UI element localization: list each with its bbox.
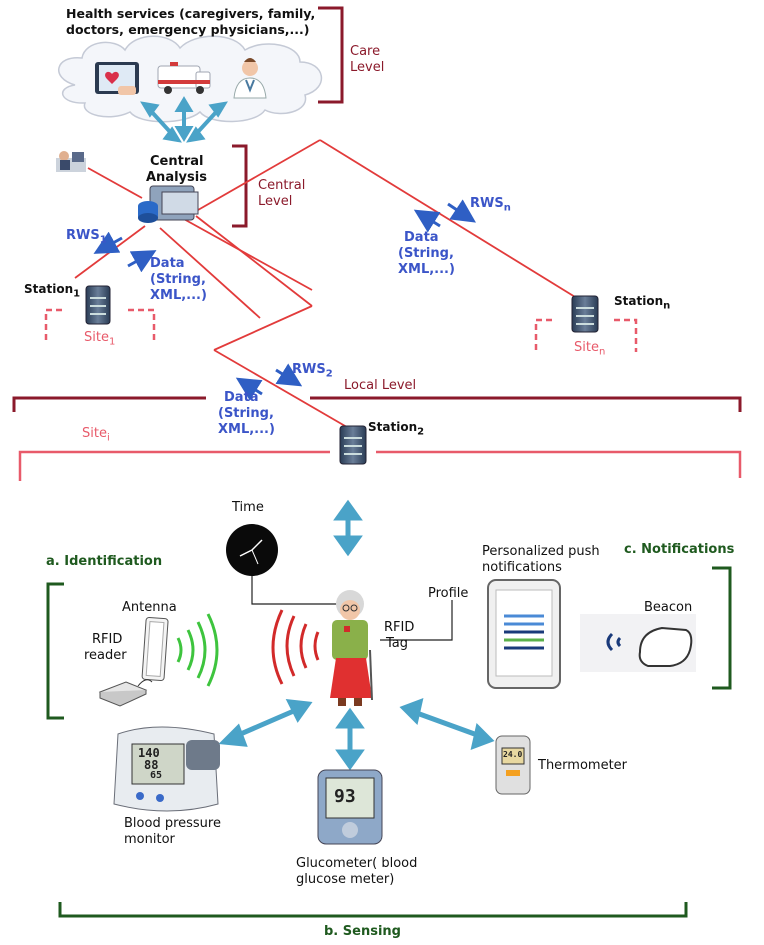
clock-icon xyxy=(226,524,278,576)
site-i-label: Sitei xyxy=(82,426,110,444)
rws-arrows xyxy=(93,199,476,401)
profile-label: Profile xyxy=(428,586,469,601)
central-level-label-line2: Level xyxy=(258,194,293,209)
thermometer-label: Thermometer xyxy=(538,758,628,773)
glucometer-display: 93 xyxy=(334,786,356,807)
rfid-antenna-icon xyxy=(141,617,169,681)
bp-display-systolic: 140 xyxy=(138,746,160,760)
user-at-desk-icon xyxy=(56,151,86,172)
central-server-icon xyxy=(138,185,199,223)
rfid-reader-label-line2: reader xyxy=(84,648,127,663)
notifications-title: c. Notifications xyxy=(624,542,735,557)
sensing-bracket xyxy=(58,902,688,918)
data-label-1-line3: XML,...) xyxy=(150,288,207,303)
tablet-heart-icon xyxy=(95,62,139,95)
doctor-icon xyxy=(233,58,267,99)
thermometer-icon xyxy=(495,735,531,795)
central-level-label-line1: Central xyxy=(258,178,306,193)
rfid-tag-label-line1: RFID xyxy=(384,620,415,635)
sensing-arrows xyxy=(218,698,495,771)
care-level-label-line2: Level xyxy=(350,60,385,75)
identification-title: a. Identification xyxy=(46,554,163,569)
blood-pressure-monitor-icon xyxy=(113,726,220,812)
blood-pressure-label-line2: monitor xyxy=(124,832,175,847)
data-label-1-line1: Data xyxy=(150,256,185,271)
cloud-central-arrows xyxy=(140,96,228,143)
rfid-tag-waves-icon xyxy=(271,609,320,685)
blood-pressure-label-line1: Blood pressure xyxy=(124,816,221,831)
health-services-label-line2: doctors, emergency physicians,...) xyxy=(66,22,310,37)
elderly-person-icon xyxy=(330,590,373,706)
push-notification-tablet-icon xyxy=(487,579,561,689)
station-1-server-icon xyxy=(85,285,111,325)
data-label-2-line3: XML,...) xyxy=(218,422,275,437)
push-notifications-label-line1: Personalized push xyxy=(482,544,600,559)
time-label: Time xyxy=(232,500,264,515)
sensing-title: b. Sensing xyxy=(324,924,401,939)
data-label-1-line2: (String, xyxy=(150,272,206,287)
health-services-label-line1: Health services (caregivers, family, xyxy=(66,6,316,21)
antenna-label: Antenna xyxy=(122,600,177,615)
local-level-label: Local Level xyxy=(344,378,417,393)
station-2-server-icon xyxy=(339,425,367,465)
rfid-reader-label-line1: RFID xyxy=(92,632,123,647)
notifications-bracket xyxy=(712,566,732,690)
site-1-label: Site1 xyxy=(84,330,116,348)
station-n-label: Stationn xyxy=(614,294,671,312)
identification-bracket xyxy=(46,582,64,720)
site-brackets xyxy=(18,308,742,482)
central-level-bracket xyxy=(232,144,248,228)
rws-2-label: RWS2 xyxy=(292,362,333,380)
glucometer-label-line2: glucose meter) xyxy=(296,872,395,887)
beacon-label: Beacon xyxy=(644,600,693,615)
glucometer-icon xyxy=(317,769,383,845)
data-label-n-line1: Data xyxy=(404,230,439,245)
beacon-icon xyxy=(580,614,696,672)
central-analysis-label-line1: Central xyxy=(150,154,204,169)
data-label-2-line2: (String, xyxy=(218,406,274,421)
rws-1-label: RWS1 xyxy=(66,228,107,246)
site-n-label: Siten xyxy=(574,340,606,358)
data-label-n-line2: (String, xyxy=(398,246,454,261)
station-n-server-icon xyxy=(571,295,599,333)
station-1-label: Station1 xyxy=(24,282,81,300)
bp-display-pulse: 65 xyxy=(150,770,163,781)
care-level-bracket xyxy=(318,6,344,104)
station-person-arrow xyxy=(333,499,363,557)
data-label-2-line1: Data xyxy=(224,390,259,405)
station-2-label: Station2 xyxy=(368,420,425,438)
care-level-label-line1: Care xyxy=(350,44,381,59)
rfid-reader-device-icon xyxy=(98,679,153,707)
data-label-n-line3: XML,...) xyxy=(398,262,455,277)
bp-display-diastolic: 88 xyxy=(144,758,159,772)
connector-lines xyxy=(251,576,453,641)
glucometer-label-line1: Glucometer( blood xyxy=(296,856,418,871)
push-notifications-label-line2: notifications xyxy=(482,560,562,575)
thermometer-display: 24.0 xyxy=(503,750,523,759)
central-analysis-label-line2: Analysis xyxy=(146,170,207,185)
ambulance-icon xyxy=(157,62,211,94)
rfid-reader-waves-icon xyxy=(176,613,219,687)
local-level-bracket xyxy=(12,396,742,412)
rws-n-label: RWSn xyxy=(470,196,511,214)
rfid-tag-label-line2: Tag xyxy=(386,636,409,651)
